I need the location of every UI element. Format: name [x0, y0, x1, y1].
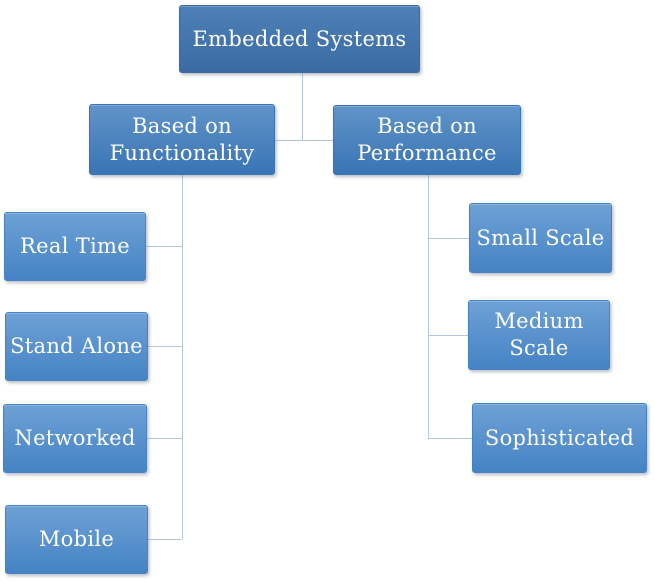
node-real-time: Real Time — [4, 212, 146, 281]
node-label: Sophisticated — [484, 425, 635, 450]
node-sophisticated: Sophisticated — [472, 403, 647, 473]
connector-mobile — [148, 539, 182, 540]
node-label: Based on Functionality — [109, 113, 255, 165]
node-embedded-systems: Embedded Systems — [179, 5, 420, 73]
node-mobile: Mobile — [5, 505, 148, 574]
connector-networked — [147, 438, 182, 439]
connector-sophisticated — [428, 438, 472, 439]
node-label: Based on Performance — [357, 114, 497, 165]
node-label: Medium Scale — [494, 309, 584, 360]
node-label: Real Time — [20, 234, 130, 259]
node-label: Embedded Systems — [192, 26, 407, 51]
node-label: Stand Alone — [10, 334, 143, 359]
node-based-on-performance: Based on Performance — [333, 105, 521, 175]
connector-medium-scale — [428, 335, 468, 336]
node-label: Mobile — [38, 527, 115, 552]
node-medium-scale: Medium Scale — [468, 300, 610, 370]
connector-stand-alone — [148, 346, 182, 347]
connector-performance-trunk — [428, 175, 429, 438]
node-label: Small Scale — [476, 225, 605, 250]
connector-small-scale — [428, 238, 469, 239]
connector-functionality-trunk — [182, 175, 183, 539]
node-stand-alone: Stand Alone — [5, 312, 148, 381]
connector-root-cross — [275, 140, 333, 141]
node-based-on-functionality: Based on Functionality — [89, 104, 275, 175]
node-label: Networked — [14, 426, 136, 451]
connector-real-time — [146, 246, 182, 247]
connector-root-stem — [302, 73, 303, 141]
node-networked: Networked — [3, 404, 147, 473]
node-small-scale: Small Scale — [469, 203, 612, 273]
